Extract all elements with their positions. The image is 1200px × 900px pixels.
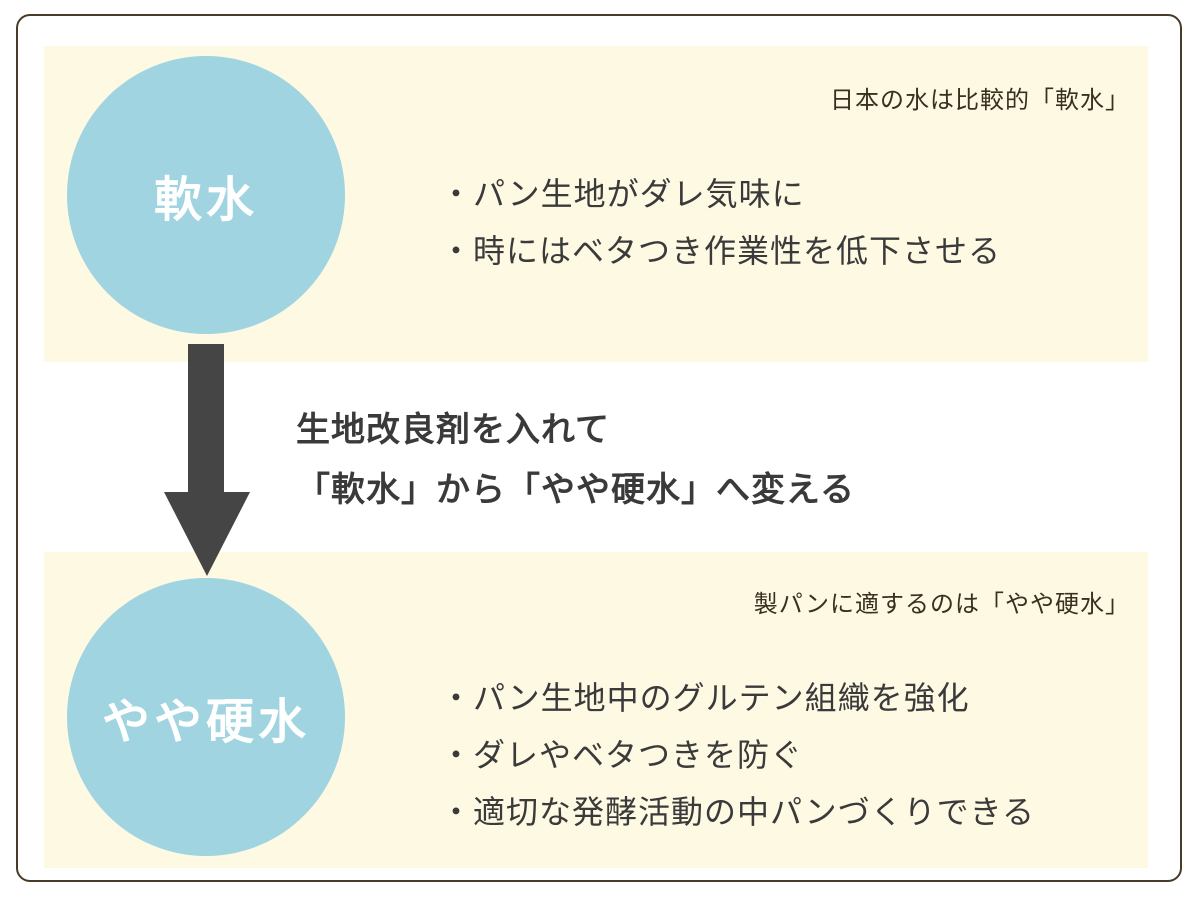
slightly-hard-water-circle: やや硬水 (67, 578, 345, 856)
bullet-item: ダレやベタつきを防ぐ (440, 727, 1035, 784)
bullet-item: パン生地中のグルテン組織を強化 (440, 670, 1035, 727)
bullet-item: 適切な発酵活動の中パンづくりできる (440, 784, 1035, 841)
soft-water-label: 軟水 (153, 172, 258, 228)
slightly-hard-water-label: やや硬水 (101, 694, 310, 750)
soft-water-caption: 日本の水は比較的「軟水」 (830, 86, 1130, 114)
slightly-hard-water-bullets: パン生地中のグルテン組織を強化 ダレやベタつきを防ぐ 適切な発酵活動の中パンづく… (440, 670, 1035, 841)
soft-water-circle: 軟水 (67, 56, 345, 334)
slightly-hard-water-caption: 製パンに適するのは「やや硬水」 (753, 590, 1130, 618)
down-arrow-icon (164, 344, 250, 576)
bullet-item: パン生地がダレ気味に (440, 166, 1001, 223)
transition-text: 生地改良剤を入れて 「軟水」から「やや硬水」へ変える (296, 400, 855, 520)
bullet-item: 時にはベタつき作業性を低下させる (440, 223, 1001, 280)
transition-line-1: 生地改良剤を入れて (296, 410, 610, 450)
transition-line-2: 「軟水」から「やや硬水」へ変える (296, 470, 855, 510)
soft-water-bullets: パン生地がダレ気味に 時にはベタつき作業性を低下させる (440, 166, 1001, 280)
